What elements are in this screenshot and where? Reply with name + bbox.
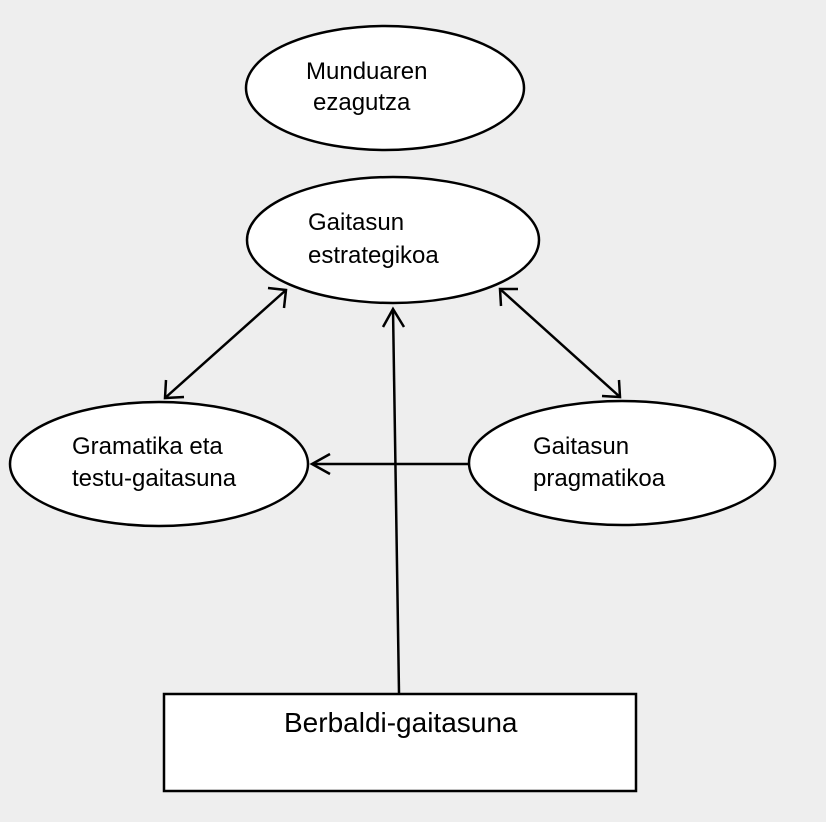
node-world-knowledge-line-2: ezagutza xyxy=(313,89,411,116)
node-strategic-shape xyxy=(245,175,541,305)
node-grammar-shape xyxy=(8,400,310,528)
edge-grammar-strategic xyxy=(164,289,287,399)
node-discourse-label: Berbaldi-gaitasuna xyxy=(284,707,518,738)
node-world-knowledge: Munduaren ezagutza xyxy=(244,24,526,152)
arrowhead-at-grammar-right xyxy=(309,452,331,476)
node-pragmatic-shape xyxy=(467,399,777,527)
node-grammar-line-1: Gramatika eta xyxy=(72,433,223,460)
edge-pragmatic-strategic xyxy=(499,288,621,398)
node-world-knowledge-shape xyxy=(244,24,526,152)
edge-discourse-strategic xyxy=(391,308,401,694)
node-discourse-shape xyxy=(162,692,638,793)
arrowhead-at-strategic-left xyxy=(267,286,288,309)
node-strategic-line-1: Gaitasun xyxy=(308,209,404,236)
arrowhead-at-pragmatic xyxy=(601,379,622,399)
node-pragmatic-line-1: Gaitasun xyxy=(533,433,629,460)
connectors xyxy=(163,286,622,694)
node-pragmatic-line-2: pragmatikoa xyxy=(533,465,666,492)
node-world-knowledge-line-1: Munduaren xyxy=(306,58,427,85)
arrowhead-at-strategic-bottom xyxy=(381,306,406,328)
node-discourse: Berbaldi-gaitasuna xyxy=(162,692,638,793)
arrowhead-at-strategic-right xyxy=(498,287,518,307)
node-strategic-line-2: estrategikoa xyxy=(308,242,439,269)
arrowhead-at-grammar xyxy=(163,379,185,400)
node-pragmatic: Gaitasun pragmatikoa xyxy=(467,399,777,527)
node-grammar: Gramatika eta testu-gaitasuna xyxy=(8,400,310,528)
node-strategic: Gaitasun estrategikoa xyxy=(245,175,541,305)
node-grammar-line-2: testu-gaitasuna xyxy=(72,465,237,492)
